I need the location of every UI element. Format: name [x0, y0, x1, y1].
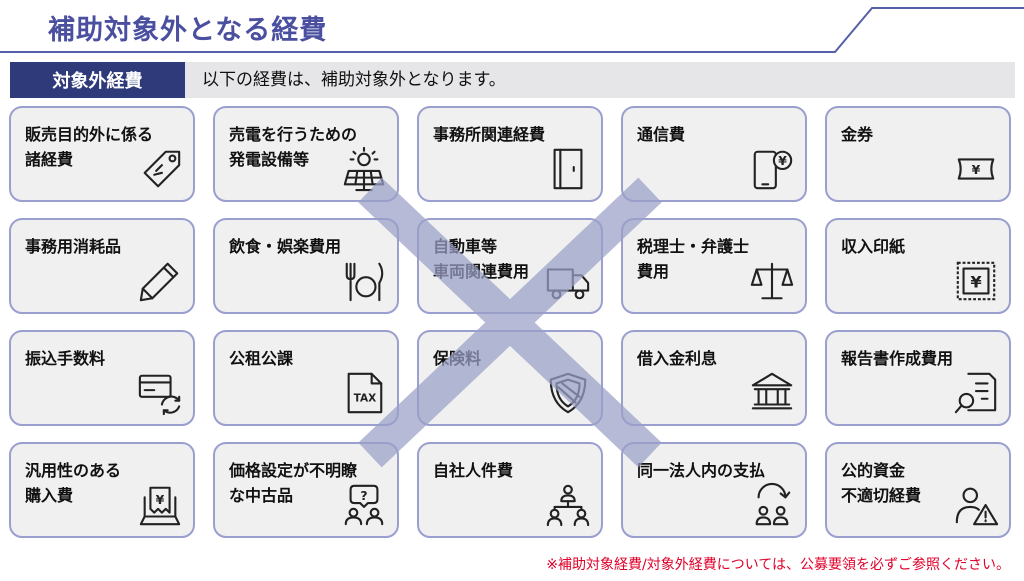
page-title: 補助対象外となる経費 [48, 15, 328, 46]
expense-card-label: 収入印紙 [841, 237, 906, 256]
expense-card: 汎用性のある 購入費 ¥ [9, 442, 195, 538]
category-description: 以下の経費は、補助対象外となります。 [202, 70, 506, 90]
expense-grid: 販売目的外に係る 諸経費 売電を行うための 発電設備等 事務所関連経費 通信費 ¥ 金券 ¥… [9, 106, 1015, 548]
expense-card-label: 通信費 [637, 125, 686, 144]
ticket-yen-icon: ¥ [953, 146, 999, 192]
svg-text:?: ? [360, 488, 367, 503]
expense-card-label: 自動車等 車両関連費用 [433, 237, 530, 281]
expense-card: 借入金利息 [621, 330, 807, 426]
pen-icon [137, 258, 183, 304]
svg-text:¥: ¥ [156, 492, 165, 507]
svg-text:¥: ¥ [778, 153, 787, 168]
bank-icon [749, 370, 795, 416]
smartphone-yen-icon: ¥ [749, 146, 795, 192]
expense-card-label: 税理士・弁護士 費用 [637, 237, 750, 281]
expense-card: 保険料 [417, 330, 603, 426]
expense-card: 収入印紙 ¥ [825, 218, 1011, 314]
expense-card: 販売目的外に係る 諸経費 [9, 106, 195, 202]
svg-text:¥: ¥ [970, 273, 982, 292]
expense-card: 事務用消耗品 [9, 218, 195, 314]
shield-icon [545, 370, 591, 416]
expense-card-label: 振込手数料 [25, 349, 106, 368]
category-bar: 対象外経費 以下の経費は、補助対象外となります。 [10, 62, 1015, 98]
footnote: ※補助対象経費/対象外経費については、公募要領を必ずご参照ください。 [546, 557, 1010, 573]
expense-card-label: 飲食・娯楽費用 [229, 237, 342, 256]
report-search-icon [953, 370, 999, 416]
expense-card-label: 販売目的外に係る 諸経費 [25, 125, 154, 169]
expense-card-label: 同一法人内の支払 [637, 461, 766, 480]
dining-icon [341, 258, 387, 304]
card-transfer-icon [137, 370, 183, 416]
expense-card: 事務所関連経費 [417, 106, 603, 202]
expense-card: 売電を行うための 発電設備等 [213, 106, 399, 202]
expense-card-label: 事務所関連経費 [433, 125, 546, 144]
expense-card-label: 保険料 [433, 349, 482, 368]
expense-card-label: 報告書作成費用 [841, 349, 954, 368]
scales-icon [749, 258, 795, 304]
question-people-icon: ? [341, 482, 387, 528]
expense-card: 自動車等 車両関連費用 [417, 218, 603, 314]
expense-card-label: 価格設定が不明瞭 な中古品 [229, 461, 358, 505]
price-tag-icon [137, 146, 183, 192]
expense-card-label: 借入金利息 [637, 349, 718, 368]
expense-card-label: 汎用性のある 購入費 [25, 461, 122, 505]
category-label: 対象外経費 [10, 62, 185, 98]
header-decoration-line [0, 7, 1024, 53]
expense-card: 金券 ¥ [825, 106, 1011, 202]
expense-card: 公租公課 TAX [213, 330, 399, 426]
expense-card: 報告書作成費用 [825, 330, 1011, 426]
expense-card: 税理士・弁護士 費用 [621, 218, 807, 314]
expense-card: 同一法人内の支払 [621, 442, 807, 538]
expense-card-label: 公的資金 不適切経費 [841, 461, 922, 505]
expense-card-label: 公租公課 [229, 349, 294, 368]
expense-card-label: 自社人件費 [433, 461, 514, 480]
tax-document-icon: TAX [341, 370, 387, 416]
expense-card: 飲食・娯楽費用 [213, 218, 399, 314]
door-icon [545, 146, 591, 192]
stamp-yen-icon: ¥ [953, 258, 999, 304]
expense-card: 通信費 ¥ [621, 106, 807, 202]
expense-card-label: 事務用消耗品 [25, 237, 122, 256]
expense-card-label: 金券 [841, 125, 874, 144]
svg-text:TAX: TAX [354, 393, 377, 405]
internal-transfer-icon [749, 482, 795, 528]
truck-icon [545, 258, 591, 304]
svg-text:¥: ¥ [972, 162, 981, 177]
expense-card-label: 売電を行うための 発電設備等 [229, 125, 358, 169]
expense-card: 自社人件費 [417, 442, 603, 538]
expense-card: 価格設定が不明瞭 な中古品? [213, 442, 399, 538]
solar-panel-icon [341, 146, 387, 192]
header: 補助対象外となる経費 [0, 0, 1024, 60]
expense-card: 公的資金 不適切経費 [825, 442, 1011, 538]
expense-card: 振込手数料 [9, 330, 195, 426]
user-warning-icon [953, 482, 999, 528]
org-chart-icon [545, 482, 591, 528]
laptop-yen-icon: ¥ [137, 482, 183, 528]
